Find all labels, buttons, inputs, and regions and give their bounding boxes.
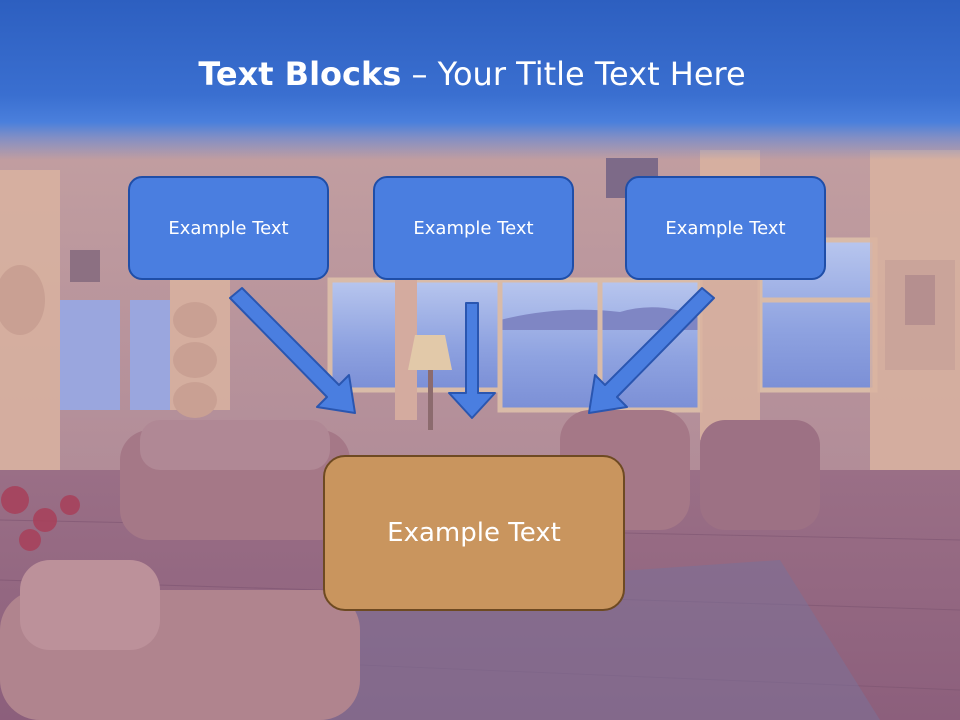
title-dash: – bbox=[401, 55, 438, 93]
text-block-left[interactable]: Example Text bbox=[128, 176, 329, 280]
text-block-center[interactable]: Example Text bbox=[323, 455, 625, 611]
title-light: Your Title Text Here bbox=[437, 55, 746, 93]
text-block-right[interactable]: Example Text bbox=[625, 176, 826, 280]
title-band bbox=[0, 0, 960, 160]
text-block-middle[interactable]: Example Text bbox=[373, 176, 574, 280]
title-bold: Text Blocks bbox=[198, 55, 402, 93]
slide-title: Text Blocks – Your Title Text Here bbox=[0, 52, 944, 96]
